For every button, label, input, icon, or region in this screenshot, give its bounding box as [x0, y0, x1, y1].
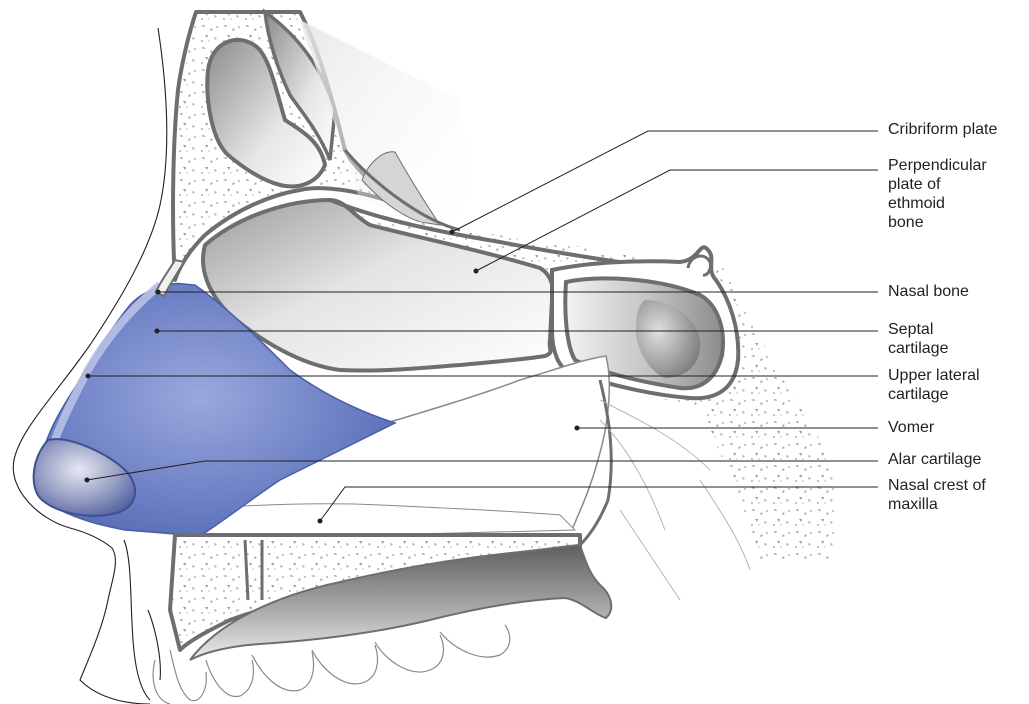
- dot-nasal-crest: [318, 519, 323, 524]
- dot-septal: [155, 329, 160, 334]
- label-upper-lateral-cartilage: Upper lateral cartilage: [888, 366, 980, 404]
- dot-nasal-bone: [156, 290, 161, 295]
- label-nasal-crest: Nasal crest of maxilla: [888, 476, 986, 514]
- dot-cribriform: [450, 230, 455, 235]
- label-cribriform-plate: Cribriform plate: [888, 120, 997, 139]
- dot-alar: [85, 478, 90, 483]
- label-septal-cartilage: Septal cartilage: [888, 320, 948, 358]
- label-alar-cartilage: Alar cartilage: [888, 450, 981, 469]
- dot-perpendicular: [474, 269, 479, 274]
- label-perpendicular-plate: Perpendicular plate of ethmoid bone: [888, 156, 987, 232]
- dot-vomer: [575, 426, 580, 431]
- leader-cribriform: [452, 131, 878, 232]
- label-vomer: Vomer: [888, 418, 934, 437]
- dot-upper-lateral: [86, 374, 91, 379]
- label-nasal-bone: Nasal bone: [888, 282, 969, 301]
